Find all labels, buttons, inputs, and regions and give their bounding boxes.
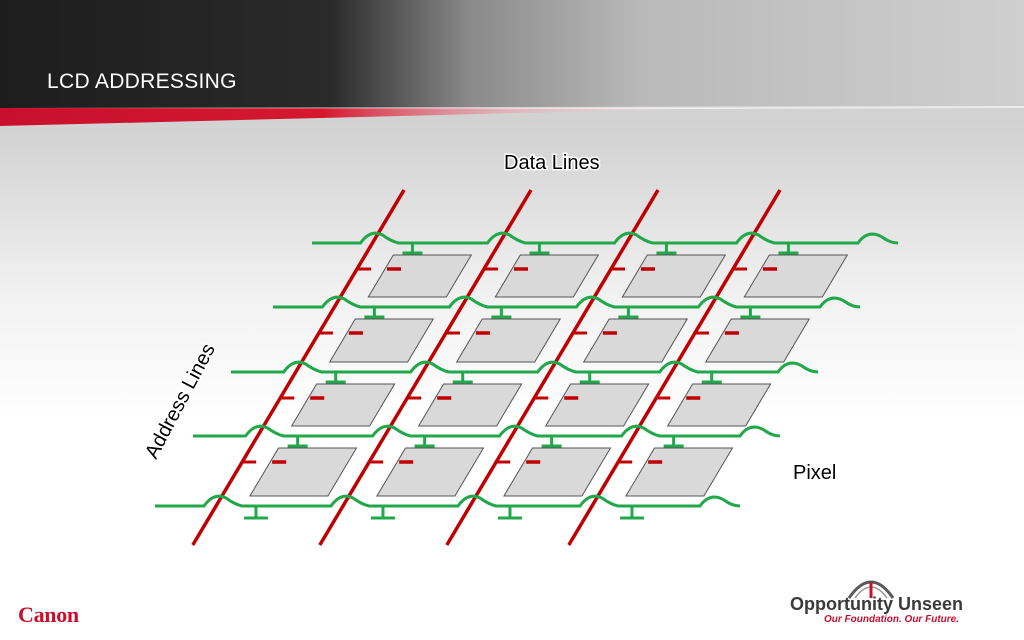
data-lines-label: Data Lines [504,152,600,174]
pixel [621,254,727,298]
tagline-arc-icon [847,580,895,599]
pixel [367,254,473,298]
pixel [455,318,562,363]
pixel [582,318,689,363]
pixel [704,318,811,363]
canon-logo: Canon [18,602,79,627]
pixel [328,318,435,363]
pixels-group [249,254,849,497]
pixel-label: Pixel [793,462,836,484]
address-line [312,231,899,245]
tagline-main: Opportunity Unseen [790,594,964,614]
tagline-sub: Our Foundation. Our Future. [824,614,959,625]
pixel [494,254,600,298]
pixel [376,447,485,497]
pixel [666,383,772,427]
slide-title: LCD ADDRESSING [47,70,237,93]
data-line [445,189,660,546]
address-lines-label: Address Lines [141,340,220,462]
pixel [417,383,523,427]
pixel [544,383,650,427]
data-line [567,189,782,546]
pixel [625,447,734,497]
address-line [273,295,861,309]
address-line [155,494,741,508]
pixel [503,447,612,497]
pixel [743,254,849,298]
header-red-swoosh [0,106,1024,126]
data-line [191,189,406,546]
data-line [318,189,533,546]
transistors-group [242,243,799,520]
pixel [249,447,358,497]
address-lines-group [191,189,782,546]
pixel [290,383,396,427]
data-lines-group [155,231,899,508]
address-line [231,360,819,374]
slide-header-band: LCD ADDRESSING [0,0,1024,108]
tagline-logo: Opportunity Unseen Our Foundation. Our F… [786,570,1006,630]
address-line [193,424,781,438]
